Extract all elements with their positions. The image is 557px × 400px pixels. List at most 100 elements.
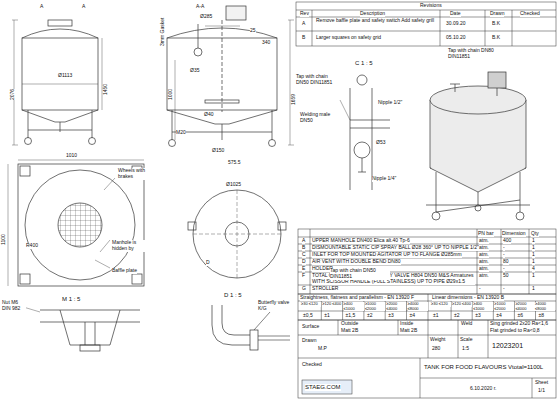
label: 575.5 — [228, 160, 241, 166]
label: Surface — [302, 324, 319, 330]
label: - — [503, 286, 505, 292]
label: Description — [360, 11, 385, 17]
label: INLET FOR TOP MOUNTED AGITATOR UP TO FLA… — [312, 252, 462, 258]
label: Manhole is hidden by — [112, 240, 152, 252]
label: Ø150 — [212, 148, 224, 154]
label: atm. — [479, 266, 489, 272]
label: M.P — [318, 346, 327, 352]
label: ≥4000 ≤8000 — [408, 302, 428, 311]
label: atm. — [479, 259, 489, 265]
label: G — [302, 286, 306, 292]
label: Weld — [461, 321, 472, 327]
label: - — [479, 286, 481, 292]
label: B.K — [492, 21, 500, 27]
label: ±4 — [496, 313, 502, 319]
label: ≥30 ≤120 — [431, 302, 451, 307]
label: Butterfly valve K/G — [258, 300, 294, 312]
label: 340 — [262, 40, 270, 46]
label: atm. — [479, 252, 489, 258]
label: ±1 — [433, 313, 439, 319]
label: ±1,5 — [346, 313, 356, 319]
label: 1000 — [168, 89, 174, 100]
label: ±2 — [454, 313, 460, 319]
label: 1010 — [66, 153, 77, 159]
label: STAEG.COM — [305, 384, 341, 391]
label: R400 — [26, 243, 38, 249]
label: Drawn — [302, 338, 316, 344]
label: ≥400 ≤1000 — [473, 302, 493, 311]
label: ≥120 ≤400 — [322, 302, 342, 307]
label: 1659 — [291, 94, 297, 105]
label: 1:5 — [462, 346, 469, 352]
label: 3mm Gasket — [160, 18, 166, 46]
label: - — [503, 266, 505, 272]
label: Ø53 — [376, 140, 385, 146]
table-grid — [296, 2, 556, 398]
label: 25 — [250, 28, 256, 34]
label: Ø1113 — [58, 73, 72, 79]
label: ≥1000 ≤2000 — [494, 302, 514, 311]
label: PN bar — [478, 231, 494, 237]
label: Remove baffle plate and safety switch Ad… — [316, 18, 436, 24]
label: B — [302, 35, 305, 41]
label: 1 — [532, 286, 535, 292]
label: UPPER MANHOLE DN400 Elica alt.40 Tp-6 — [312, 238, 410, 244]
label: Checked — [302, 362, 322, 368]
label: Wheels with brakes — [118, 168, 152, 180]
label: D — [302, 259, 306, 265]
label: E — [302, 266, 305, 272]
label: 30.09.20 — [446, 21, 465, 27]
label: ≥120 ≤400 — [452, 302, 472, 307]
label: Scale — [460, 337, 473, 343]
label: D 1 : 5 — [224, 292, 242, 299]
label: Matt 2B — [341, 328, 358, 334]
label: ±3 — [388, 313, 394, 319]
label: ≥30 ≤120 — [301, 302, 321, 307]
label: ±8 — [539, 313, 545, 319]
label: Sing grinded 2x20 Ra<1,6 — [490, 321, 548, 327]
label: B.K — [492, 35, 500, 41]
label: Flat grinded to Ra<0,8 — [490, 328, 540, 334]
label: Ø40 — [204, 112, 213, 118]
label: Rev — [300, 11, 309, 17]
label: 1 — [532, 273, 535, 279]
label: Linear dimensions - EN 13920 B — [432, 295, 504, 301]
label: - — [503, 252, 505, 258]
label: Dimension — [502, 231, 526, 237]
label: Tap with chain DN80 DIN11851 — [448, 48, 508, 60]
label: A — [302, 21, 305, 27]
label: 1 — [532, 238, 535, 244]
label: ±1 — [324, 313, 330, 319]
label: Ø35 — [190, 68, 199, 74]
label: A — [302, 238, 305, 244]
label: F — [302, 273, 305, 279]
label: Nipple 1/2" — [378, 100, 402, 106]
label: B — [302, 245, 305, 251]
label: Welding male DN50 — [300, 112, 340, 124]
label: Matt 2B — [400, 328, 417, 334]
label: ≥2000 ≤4000 — [386, 302, 406, 311]
label: M20 — [176, 130, 186, 136]
label: A-A — [196, 4, 204, 10]
label: Larger squares on safety grid — [316, 35, 381, 41]
label: atm. — [479, 238, 489, 244]
label: Tap with chain DN50 DIN11851 — [330, 268, 390, 280]
label: DISMOUNTABLE STATIC CIP SPRAY BALL Ø28 3… — [312, 245, 479, 251]
label: 50 — [503, 273, 509, 279]
label: ±2 — [367, 313, 373, 319]
label: atm. — [479, 273, 489, 279]
label: Tap with chain DN50 DIN11851 — [296, 74, 340, 86]
label: 1100 — [1, 234, 7, 245]
label: ±0,5 — [303, 313, 313, 319]
label: STROLLER — [312, 286, 338, 292]
label: ±4 — [410, 313, 416, 319]
label: Drawn — [490, 11, 504, 17]
label: ≥2000 ≤4000 — [515, 302, 535, 311]
label: 2076 — [10, 89, 16, 100]
label: A — [82, 4, 85, 10]
label: Nipple 1/4" — [372, 176, 396, 182]
label: ±3 — [475, 313, 481, 319]
label: Revisions — [420, 3, 442, 9]
label: C 1 : 5 — [355, 60, 373, 67]
